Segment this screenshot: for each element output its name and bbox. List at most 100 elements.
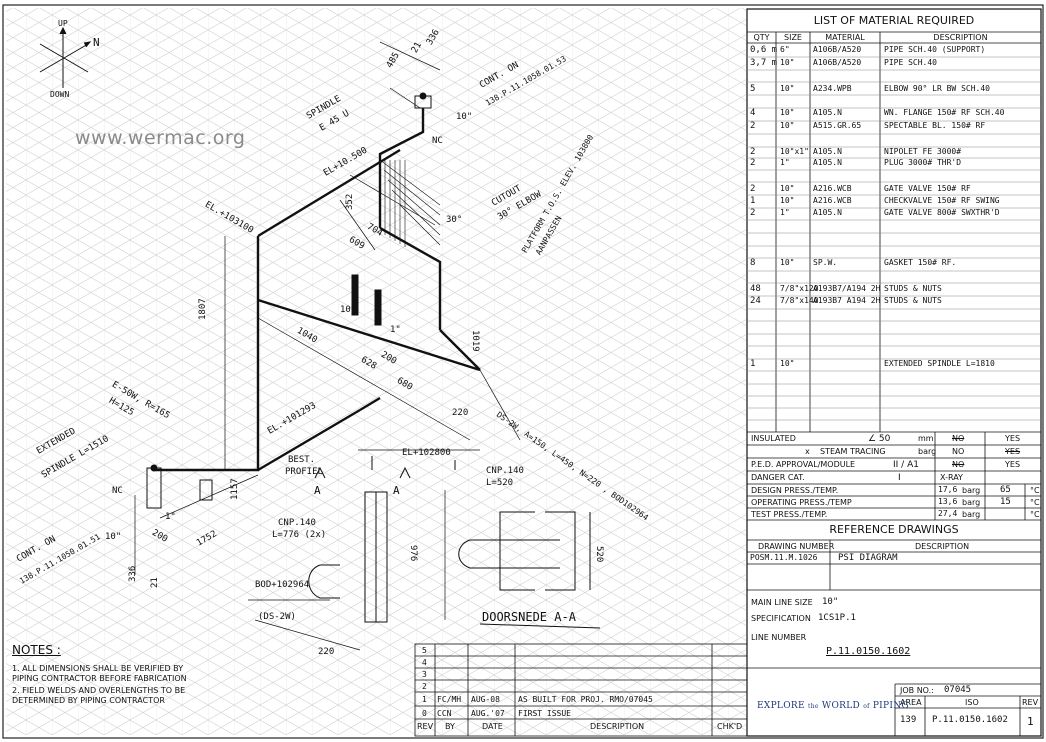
bom-qty: 3,7 m bbox=[750, 58, 778, 68]
dim-1807: 1807 bbox=[198, 298, 208, 320]
design-label: DESIGN PRESS./TEMP. bbox=[751, 486, 839, 495]
bom-description: PLUG 3000# THR'D bbox=[884, 158, 962, 167]
support-detail bbox=[308, 456, 456, 623]
bom-size: 10" bbox=[780, 196, 795, 205]
cnp140-section-label: CNP.140 bbox=[486, 466, 524, 476]
revision-date: AUG-08 bbox=[471, 695, 500, 704]
danger-value: I bbox=[898, 473, 901, 483]
bom-size: 10" bbox=[780, 184, 795, 193]
steam-barg: barg bbox=[918, 447, 937, 456]
rev-header-by: BY bbox=[445, 722, 455, 731]
size-1-left: 1" bbox=[165, 512, 176, 522]
insulated-value: ∠ 50 bbox=[868, 434, 891, 444]
cnp140-label: CNP.140 bbox=[278, 518, 316, 528]
el-102800-label: EL+102800 bbox=[402, 448, 451, 458]
iso-label: ISO bbox=[965, 698, 979, 707]
main-line-size-label: MAIN LINE SIZE bbox=[751, 598, 813, 607]
revision-number: 0 bbox=[422, 709, 427, 718]
compass-north-label: N bbox=[93, 36, 100, 49]
operating-degc: °C bbox=[1030, 498, 1040, 507]
nc-top-label: NC bbox=[432, 136, 443, 146]
test-degc: °C bbox=[1030, 510, 1040, 519]
bom-description: CHECKVALVE 150# RF SWING bbox=[884, 196, 1000, 205]
explore-piping-logo: EXPLORE the WORLD of PIPING bbox=[757, 701, 909, 711]
iso-grid bbox=[6, 8, 746, 735]
bom-size: 7/8"x140 bbox=[780, 296, 819, 305]
ref-number: POSM.11.M.1026 bbox=[750, 553, 818, 562]
bom-description: STUDS & NUTS bbox=[884, 296, 942, 305]
operating-temp: 15 bbox=[1000, 497, 1011, 507]
angle-30: 30° bbox=[446, 215, 463, 225]
bom-qty: 48 bbox=[750, 284, 761, 294]
ped-yes: YES bbox=[1005, 460, 1021, 469]
bom-header-description: DESCRIPTION bbox=[933, 33, 988, 42]
steam-yes: YES bbox=[1005, 447, 1021, 456]
xray-label: X-RAY bbox=[940, 473, 963, 482]
bom-size: 10" bbox=[780, 258, 795, 267]
bom-size: 10"x1" bbox=[780, 147, 809, 156]
insulated-unit: mm bbox=[918, 434, 934, 443]
bom-qty: 2 bbox=[750, 147, 756, 157]
revision-description: AS BUILT FOR PROJ. RMO/07045 bbox=[518, 695, 653, 704]
revision-description: FIRST ISSUE bbox=[518, 709, 571, 718]
dim-976: 976 bbox=[408, 545, 418, 562]
area-value: 139 bbox=[900, 715, 917, 725]
ped-no: NO bbox=[952, 460, 965, 469]
bom-material: A105.N bbox=[813, 208, 842, 217]
piping-lines bbox=[155, 108, 481, 472]
dim-21-left: 21 bbox=[150, 577, 160, 588]
iso-value: P.11.0150.1602 bbox=[932, 715, 1008, 725]
bom-description: PIPE SCH.40 bbox=[884, 58, 937, 67]
size-10-left: 10" bbox=[105, 532, 122, 542]
bom-qty: 2 bbox=[750, 121, 756, 131]
notes-title: NOTES : bbox=[12, 643, 61, 657]
operating-label: OPERATING PRESS./TEMP bbox=[751, 498, 852, 507]
size-1-mid: 1" bbox=[390, 325, 401, 335]
bom-description: NIPOLET FE 3000# bbox=[884, 147, 962, 156]
line-number-label: LINE NUMBER bbox=[751, 633, 807, 642]
bom-material: A106B/A520 bbox=[813, 58, 862, 67]
revision-number: 3 bbox=[422, 670, 427, 679]
ref-description: PSI DIAGRAM bbox=[838, 553, 898, 563]
bom-material: A106B/A520 bbox=[813, 45, 862, 54]
cnp140-section-length: L=520 bbox=[486, 478, 514, 488]
bom-size: 10" bbox=[780, 108, 795, 117]
bom-size: 10" bbox=[780, 58, 795, 67]
reference-title: REFERENCE DRAWINGS bbox=[829, 523, 959, 536]
watermark-text[interactable]: www.wermac.org bbox=[75, 127, 246, 149]
bom-qty: 8 bbox=[750, 258, 756, 268]
specification-label: SPECIFICATION bbox=[751, 614, 811, 623]
section-a-right: A bbox=[393, 484, 400, 497]
dim-220: 220 bbox=[452, 408, 469, 418]
bom-size: 7/8"x120 bbox=[780, 284, 819, 293]
revision-table-grid bbox=[414, 643, 748, 737]
bom-title: LIST OF MATERIAL REQUIRED bbox=[813, 14, 975, 27]
ds2w-bracket-label: (DS-2W) bbox=[258, 612, 296, 622]
operating-pressure: 13,6 bbox=[938, 497, 958, 506]
dim-1157: 1157 bbox=[230, 478, 240, 500]
ped-label: P.E.D. APPROVAL/MODULE bbox=[751, 460, 856, 469]
steam-x: x bbox=[805, 447, 810, 456]
compass-down-label: DOWN bbox=[50, 90, 70, 99]
insulated-no: NO bbox=[952, 434, 965, 443]
nc-left-label: NC bbox=[112, 486, 123, 496]
bom-material: A216.WCB bbox=[813, 184, 852, 193]
bom-description: ELBOW 90° LR BW SCH.40 bbox=[884, 84, 990, 93]
design-degc: °C bbox=[1030, 486, 1040, 495]
ped-value: II / A1 bbox=[893, 460, 919, 470]
rev-header-date: DATE bbox=[482, 722, 503, 731]
bom-qty: 4 bbox=[750, 108, 756, 118]
bom-material: A105.N bbox=[813, 147, 842, 156]
doorsnede-title: DOORSNEDE A-A bbox=[482, 610, 576, 624]
design-temp: 65 bbox=[1000, 485, 1011, 495]
rev-header-rev: REV bbox=[417, 722, 434, 731]
revision-number: 1 bbox=[422, 695, 427, 704]
bom-row-lines bbox=[747, 56, 1041, 421]
platform-hatch bbox=[379, 159, 441, 247]
note-1b: PIPING CONTRACTOR BEFORE FABRICATION bbox=[12, 674, 187, 683]
revision-number: 2 bbox=[422, 682, 427, 691]
bom-qty: 24 bbox=[750, 296, 761, 306]
design-pressure: 17,6 bbox=[938, 485, 958, 494]
bom-qty: 2 bbox=[750, 158, 756, 168]
